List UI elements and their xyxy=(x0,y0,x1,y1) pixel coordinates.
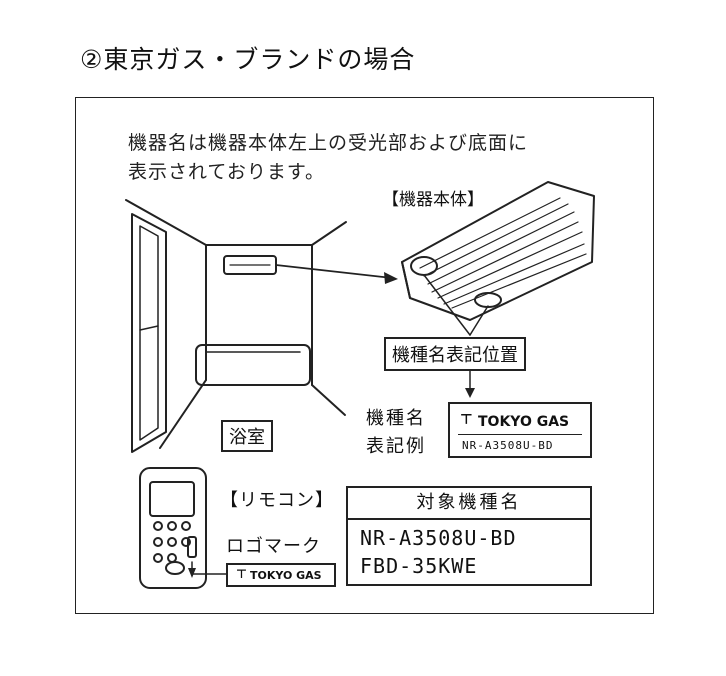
room-wall-line xyxy=(311,384,346,416)
table-row: FBD-35KWE xyxy=(360,554,478,578)
room-wall-line xyxy=(311,221,347,246)
remote-title: 【リモコン】 xyxy=(220,490,334,511)
bottom-label-area xyxy=(474,292,502,308)
main-unit-body xyxy=(401,181,595,321)
room-wall-line xyxy=(159,379,207,449)
remote-logo-brand: TOKYO GAS xyxy=(250,569,322,582)
remote-logo-label: ロゴマーク xyxy=(226,536,321,557)
example-label-line-2: 表記例 xyxy=(366,436,426,457)
pointer-arrow xyxy=(275,264,393,279)
page-heading: ②東京ガス・ブランドの場合 xyxy=(80,45,416,74)
instruction-line-2: 表示されております。 xyxy=(128,161,325,183)
target-models-table: 対象機種名 NR-A3508U-BD FBD-35KWE xyxy=(346,486,592,586)
bathtub xyxy=(195,344,311,386)
window xyxy=(131,213,167,453)
table-row: NR-A3508U-BD xyxy=(360,526,517,550)
window-pane xyxy=(139,225,159,441)
unit-logo-brand: TOKYO GAS xyxy=(478,414,570,430)
bathroom-label: 浴室 xyxy=(221,420,273,452)
tokyo-gas-logo-icon: ⊤ xyxy=(236,567,247,581)
diagram-frame xyxy=(75,97,654,614)
tokyo-gas-logo-icon: ⊤ xyxy=(460,412,473,428)
unit-logo-example: ⊤ TOKYO GAS NR-A3508U-BD xyxy=(448,402,592,458)
label-position-box: 機種名表記位置 xyxy=(384,337,526,371)
instruction-line-1: 機器名は機器本体左上の受光部および底面に xyxy=(128,132,529,154)
example-label-line-1: 機種名 xyxy=(366,408,426,429)
remote-control xyxy=(139,467,207,589)
remote-logo: ⊤ TOKYO GAS xyxy=(226,563,336,587)
room-wall-line xyxy=(125,199,207,246)
unit-logo-model: NR-A3508U-BD xyxy=(462,439,554,452)
unit-label: 【機器本体】 xyxy=(382,190,484,210)
table-header: 対象機種名 xyxy=(348,488,590,520)
